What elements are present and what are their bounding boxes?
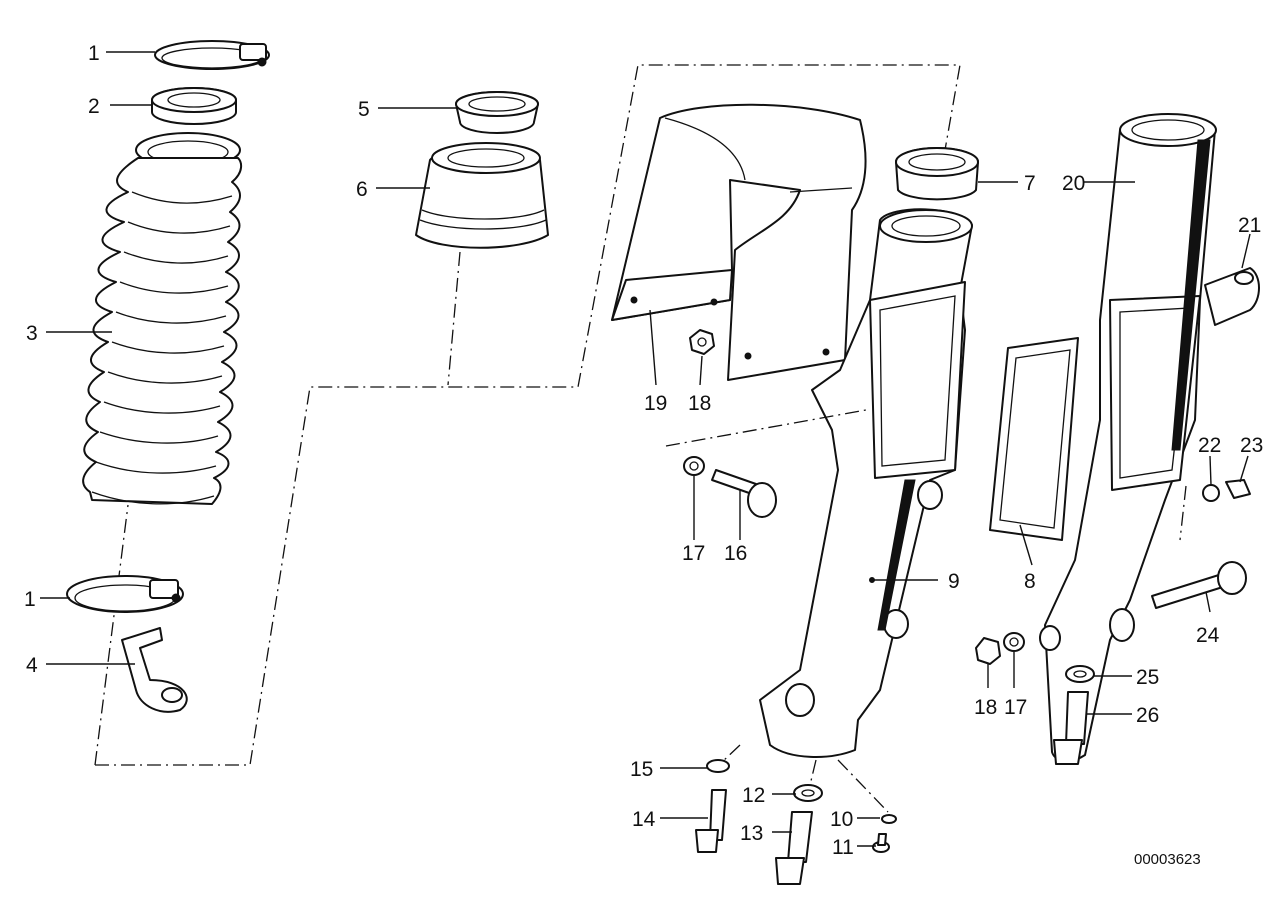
fork-slider-right <box>1039 113 1217 763</box>
fork-gaiter-bellows <box>82 132 243 505</box>
nut-18-lower <box>975 637 1001 665</box>
callout-15: 15 <box>630 758 653 781</box>
hose-clamp-top <box>154 40 270 70</box>
washer-17-lower <box>1003 632 1025 652</box>
callout-7: 7 <box>1024 172 1036 195</box>
nut-18-upper <box>689 329 715 355</box>
callout-16: 16 <box>724 542 747 565</box>
callout-8: 8 <box>1024 570 1036 593</box>
screw-23 <box>1225 479 1251 499</box>
bolt-24 <box>1151 561 1247 609</box>
callout-19: 19 <box>644 392 667 415</box>
washer-17-upper <box>683 456 705 476</box>
callout-17-right: 17 <box>1004 696 1027 719</box>
callout-1-top: 1 <box>88 42 100 65</box>
dust-cap-boot <box>415 142 549 249</box>
callout-13: 13 <box>740 822 763 845</box>
fender-bracket <box>611 103 867 381</box>
callout-14: 14 <box>632 808 656 831</box>
fork-slider-left <box>759 208 973 758</box>
drain-screw-26 <box>1053 691 1089 765</box>
spacer-ring <box>151 87 237 125</box>
callout-21: 21 <box>1238 214 1261 237</box>
bolt-14 <box>695 789 727 853</box>
callout-5: 5 <box>358 98 370 121</box>
callout-26: 26 <box>1136 704 1159 727</box>
callout-25: 25 <box>1136 666 1159 689</box>
callout-20: 20 <box>1062 172 1085 195</box>
washer-12 <box>793 784 823 802</box>
dust-seal-ring <box>455 91 539 134</box>
drain-screw-13 <box>775 811 813 885</box>
callout-3: 3 <box>26 322 38 345</box>
leader-lines <box>40 51 1251 847</box>
bolt-16 <box>711 469 777 518</box>
fork-oil-seal <box>895 147 979 201</box>
callout-18-upper: 18 <box>688 392 711 415</box>
callout-12: 12 <box>742 784 765 807</box>
side-reflector <box>989 337 1079 541</box>
callout-22: 22 <box>1198 434 1221 457</box>
washer-25 <box>1065 665 1095 683</box>
cable-bracket <box>121 627 188 713</box>
screw-11 <box>872 833 890 853</box>
callout-18-lower: 18 <box>974 696 997 719</box>
callout-2: 2 <box>88 95 100 118</box>
callout-11: 11 <box>832 836 854 859</box>
callout-4: 4 <box>26 654 38 677</box>
callout-9: 9 <box>948 570 960 593</box>
washer-22 <box>1202 484 1220 502</box>
washer-10 <box>881 814 897 824</box>
callout-10: 10 <box>830 808 853 831</box>
callout-23: 23 <box>1240 434 1263 457</box>
washer-15 <box>706 759 730 773</box>
assembly-boundary-line-left <box>94 504 129 766</box>
hose-clamp-bottom <box>66 575 184 613</box>
callout-1-bottom: 1 <box>24 588 36 611</box>
mounting-tab <box>1204 267 1260 326</box>
callout-24: 24 <box>1196 624 1220 647</box>
callout-6: 6 <box>356 178 368 201</box>
document-id: 00003623 <box>1134 851 1201 868</box>
callout-17-left: 17 <box>682 542 705 565</box>
